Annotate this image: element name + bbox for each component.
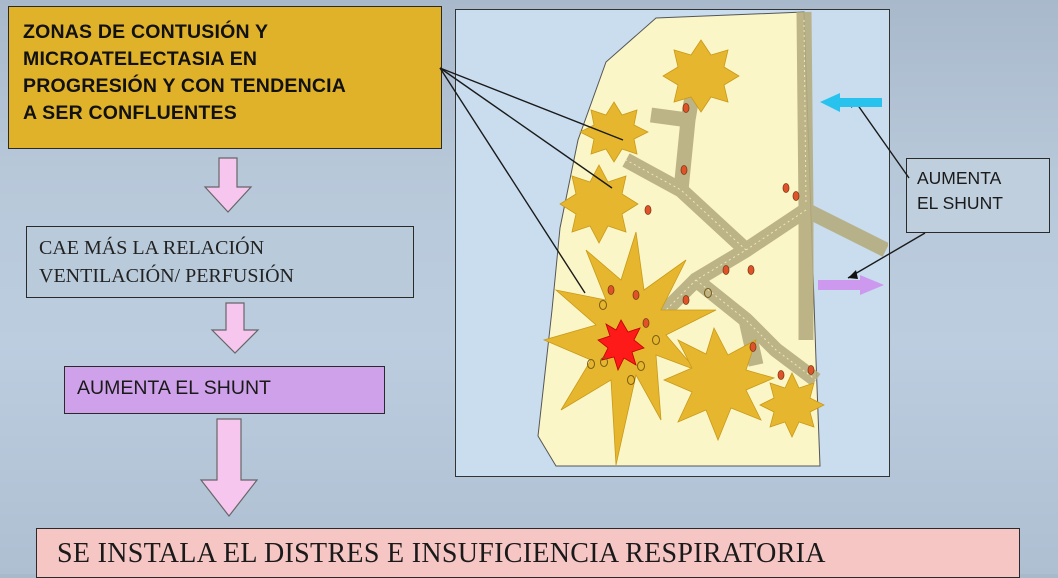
contusion-line-4: A SER CONFLUENTES <box>23 102 237 124</box>
lung-diagram <box>455 9 890 477</box>
down-arrow-icon <box>199 418 259 517</box>
contusion-line-2: MICROATELECTASIA EN <box>23 48 258 70</box>
connector-line-4 <box>856 103 910 179</box>
connector-line-2 <box>439 67 613 189</box>
shunt-side-line-2: EL SHUNT <box>917 193 1003 213</box>
shunt-increase-label: AUMENTA EL SHUNT <box>77 377 271 399</box>
shunt-increase-box: AUMENTA EL SHUNT <box>64 366 385 414</box>
violet-right-arrow-icon <box>818 275 884 295</box>
contusion-zones-box: ZONAS DE CONTUSIÓN Y MICROATELECTASIA EN… <box>8 6 442 149</box>
ventilation-line-2: VENTILACIÓN/ PERFUSIÓN <box>39 265 294 287</box>
lung-icon <box>537 11 890 467</box>
connector-line-1 <box>439 67 624 141</box>
ventilation-perfusion-box: CAE MÁS LA RELACIÓN VENTILACIÓN/ PERFUSI… <box>26 226 414 298</box>
cyan-left-arrow-icon <box>820 93 882 112</box>
shunt-side-line-1: AUMENTA <box>917 168 1002 188</box>
shunt-side-box: AUMENTA EL SHUNT <box>906 158 1050 233</box>
conclusion-label: SE INSTALA EL DISTRES E INSUFICIENCIA RE… <box>57 538 826 569</box>
connector-line-5 <box>847 232 926 279</box>
conclusion-box: SE INSTALA EL DISTRES E INSUFICIENCIA RE… <box>36 528 1020 578</box>
connector-line-3 <box>439 67 586 294</box>
down-arrow-icon <box>203 157 253 213</box>
contusion-line-3: PROGRESIÓN Y CON TENDENCIA <box>23 75 347 97</box>
contusion-line-1: ZONAS DE CONTUSIÓN Y <box>23 21 269 43</box>
down-arrow-icon <box>210 302 260 354</box>
ventilation-line-1: CAE MÁS LA RELACIÓN <box>39 237 265 259</box>
